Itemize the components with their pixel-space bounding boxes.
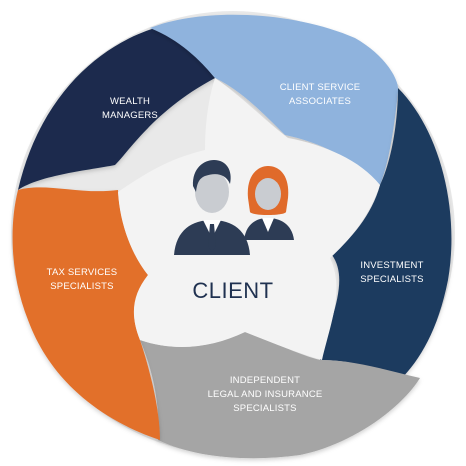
segment-wealth[interactable] bbox=[18, 28, 215, 190]
client-couple-icon bbox=[174, 160, 294, 255]
wealth-label-line-1: WEALTH bbox=[110, 96, 150, 107]
wealth-label-line-2: MANAGERS bbox=[102, 110, 158, 121]
segment-label-wealth: WEALTH MANAGERS bbox=[102, 96, 158, 121]
segment-client-service[interactable] bbox=[150, 14, 399, 185]
investment-label-line-2: SPECIALISTS bbox=[360, 274, 423, 285]
segment-legal-insurance[interactable] bbox=[140, 332, 420, 459]
legal-label-line-2: LEGAL AND INSURANCE bbox=[208, 389, 323, 400]
client-service-label-line-2: ASSOCIATES bbox=[289, 96, 351, 107]
center-star bbox=[118, 78, 380, 360]
segment-label-investment: INVESTMENT SPECIALISTS bbox=[360, 260, 423, 285]
segment-label-tax: TAX SERVICES SPECIALISTS bbox=[47, 267, 118, 292]
segment-tax[interactable] bbox=[12, 187, 160, 440]
female-person-icon bbox=[244, 166, 294, 240]
tax-label-line-1: TAX SERVICES bbox=[47, 267, 118, 278]
segment-label-legal-insurance: INDEPENDENT LEGAL AND INSURANCE SPECIALI… bbox=[208, 375, 323, 414]
male-person-icon bbox=[174, 160, 250, 255]
center-label: CLIENT bbox=[192, 278, 273, 303]
legal-label-line-1: INDEPENDENT bbox=[230, 375, 300, 386]
segment-label-client-service: CLIENT SERVICE ASSOCIATES bbox=[280, 82, 361, 107]
investment-label-line-1: INVESTMENT bbox=[360, 260, 423, 271]
legal-label-line-3: SPECIALISTS bbox=[233, 403, 296, 414]
tax-label-line-2: SPECIALISTS bbox=[50, 281, 113, 292]
client-service-label-line-1: CLIENT SERVICE bbox=[280, 82, 361, 93]
segment-investment[interactable] bbox=[320, 88, 452, 380]
